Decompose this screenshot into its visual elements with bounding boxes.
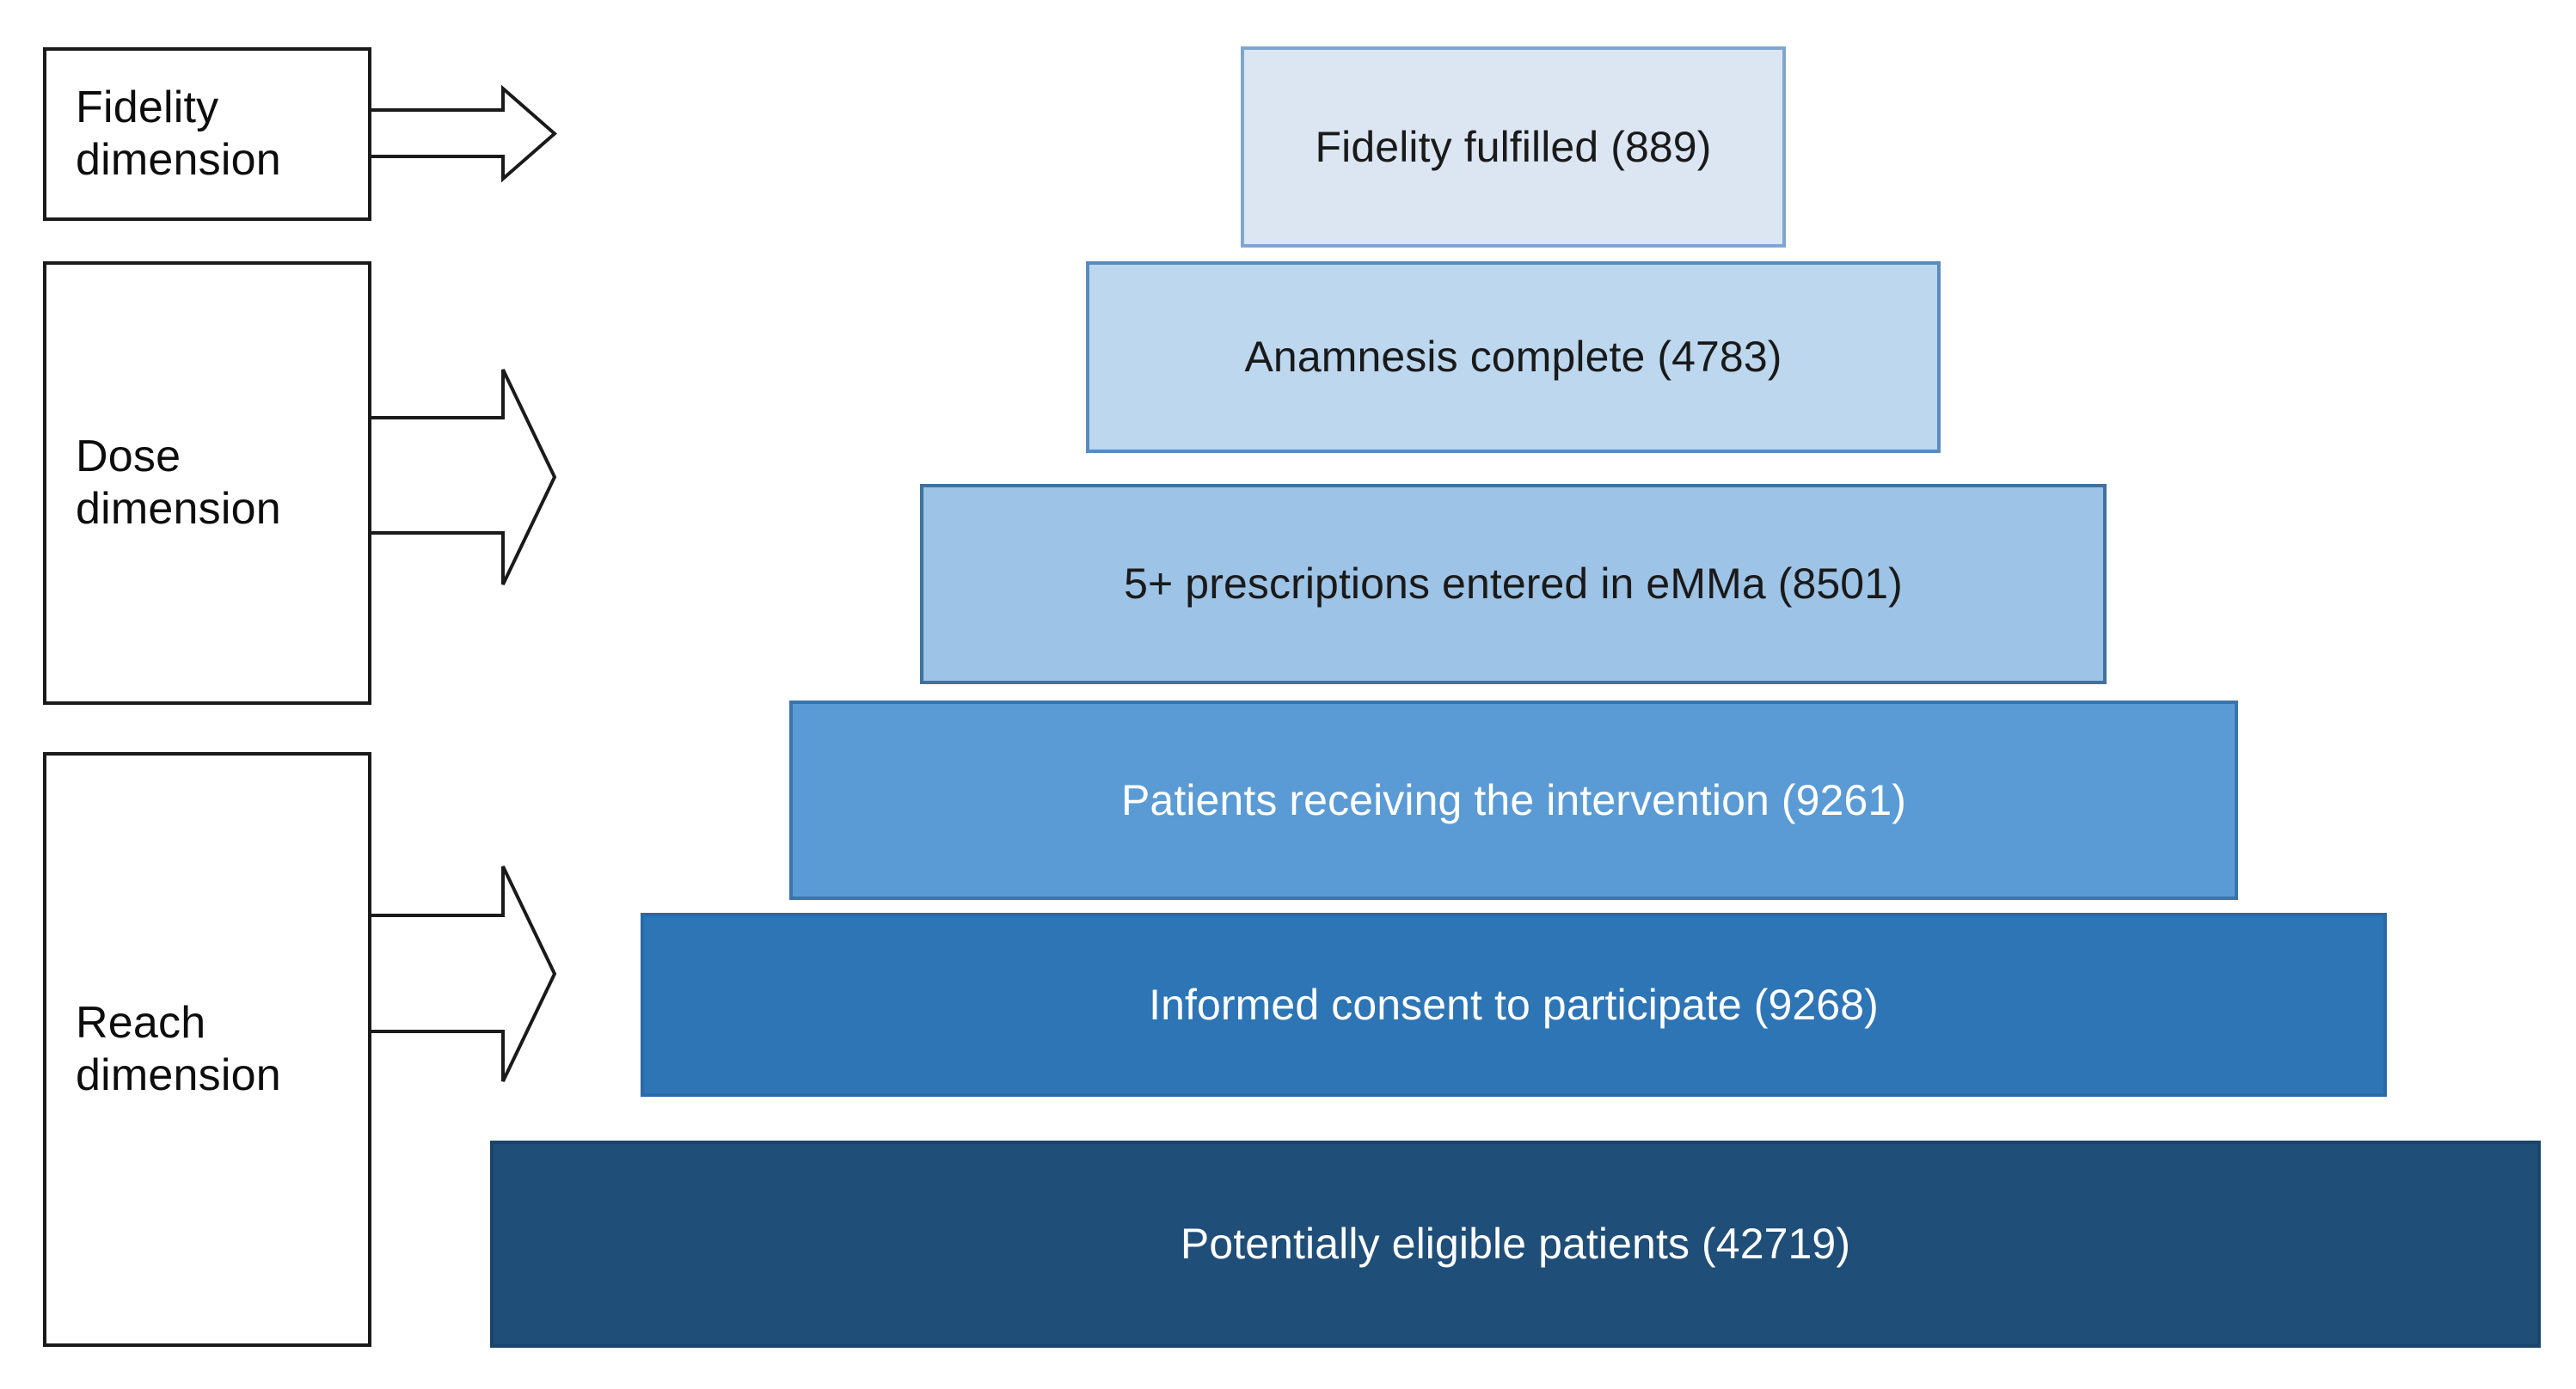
funnel-bar-1[interactable]: Fidelity fulfilled (889): [1241, 46, 1786, 248]
funnel-bar-label-4: Patients receiving the intervention (926…: [1120, 775, 1907, 824]
dimension-label-reach: Reach dimension: [76, 997, 281, 1100]
dimension-box-fidelity: Fidelity dimension: [43, 47, 371, 221]
funnel-bar-5[interactable]: Informed consent to participate (9268): [641, 913, 2387, 1097]
dimension-arrow-fidelity: [43, 47, 561, 228]
funnel-bar-label-6: Potentially eligible patients (42719): [1180, 1220, 1851, 1268]
dimension-group-dose: Dose dimension: [43, 261, 561, 712]
funnel-bar-label-2: Anamnesis complete (4783): [1244, 333, 1782, 381]
funnel-bar-label-1: Fidelity fulfilled (889): [1315, 122, 1712, 171]
dimension-arrow-dose: [43, 261, 561, 712]
dimension-group-reach: Reach dimension: [43, 752, 561, 1354]
funnel-bar-4[interactable]: Patients receiving the intervention (926…: [789, 701, 2238, 900]
funnel-bar-2[interactable]: Anamnesis complete (4783): [1086, 261, 1941, 453]
funnel-bar-6[interactable]: Potentially eligible patients (42719): [490, 1141, 2541, 1348]
funnel-bar-label-3: 5+ prescriptions entered in eMMa (8501): [1124, 560, 1903, 608]
dimension-box-dose: Dose dimension: [43, 261, 371, 705]
dimension-label-dose: Dose dimension: [76, 431, 281, 534]
dimension-box-reach: Reach dimension: [43, 752, 371, 1347]
dimension-label-fidelity: Fidelity dimension: [76, 82, 281, 185]
dimension-arrow-reach: [43, 752, 561, 1354]
dimension-group-fidelity: Fidelity dimension: [43, 47, 561, 228]
funnel-bar-3[interactable]: 5+ prescriptions entered in eMMa (8501): [920, 484, 2107, 684]
funnel-bar-label-5: Informed consent to participate (9268): [1149, 980, 1879, 1029]
